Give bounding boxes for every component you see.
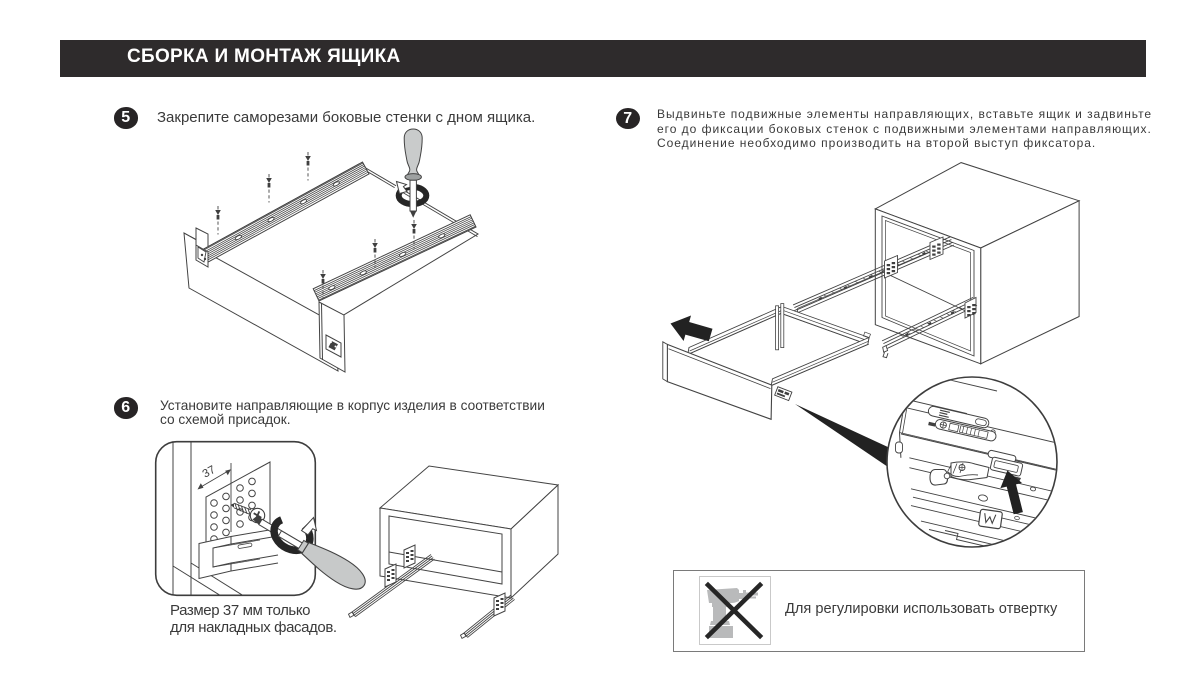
svg-text:37: 37 xyxy=(201,464,218,481)
